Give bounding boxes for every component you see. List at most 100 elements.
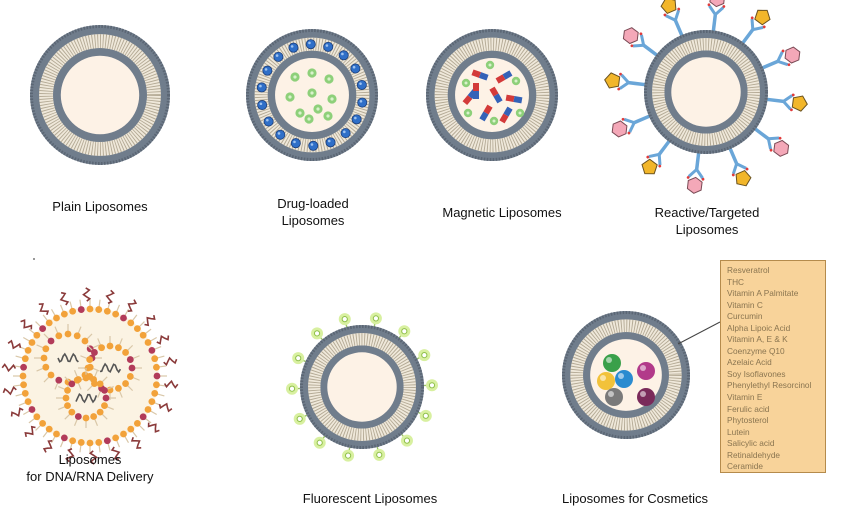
cargo-molecule-center (298, 111, 302, 115)
cosmetic-ingredients-box: Resveratrol THC Vitamin A Palmitate Vita… (720, 260, 826, 473)
dna-strand-icon (144, 314, 156, 327)
dna-strand-icon (105, 289, 115, 304)
drug-molecule-shine (310, 143, 314, 146)
antibody-arm (620, 73, 630, 84)
dna-strand-icon (158, 402, 173, 413)
inner-lipid-head (98, 344, 105, 352)
fluorophore-icon (422, 412, 429, 419)
dna-strand-icon (1, 363, 17, 373)
magnet-pole-blue (503, 106, 513, 117)
ingredient-item: Curcumin (727, 311, 763, 322)
membrane-heads (30, 25, 170, 165)
antibody-arm (752, 25, 764, 32)
antibody-arm (777, 59, 789, 67)
pentagon-ligand-icon (660, 0, 677, 15)
antibody-stem (740, 28, 755, 46)
antibody-arm (695, 168, 704, 180)
fluorophore-icon (344, 452, 352, 459)
active-ingredient-shine (618, 373, 624, 379)
cargo-molecule-center (464, 81, 468, 85)
dna-strand-icon (42, 440, 53, 453)
outer-lipid-head (144, 406, 152, 413)
ingredient-item: Retinaldehyde (727, 449, 781, 460)
drug-molecule-shine (359, 99, 363, 103)
active-ingredient-icon (615, 370, 633, 388)
cargo-molecule-center (492, 119, 496, 123)
pentagon-ligand-icon (641, 158, 658, 175)
drug-molecule-icon (323, 41, 334, 52)
inner-lipid-head (68, 408, 76, 416)
outer-lipid-head (69, 437, 77, 445)
active-ingredient-shine (608, 391, 614, 397)
caption-plain-liposomes: Plain Liposomes (52, 199, 148, 214)
drug-molecule-shine (277, 132, 281, 135)
magnet-pole-blue (502, 70, 513, 80)
antibody-arm (648, 152, 660, 159)
inner-lipid-head (122, 349, 129, 356)
outer-lipid-head (19, 372, 27, 380)
outer-lipid-head (60, 310, 68, 318)
pentagon-ligand-icon (791, 95, 808, 112)
caption-dna-rna-liposomes: Liposomes for DNA/RNA Delivery (26, 452, 154, 484)
antibody-icon (765, 93, 795, 112)
antibody-arm (665, 14, 677, 22)
outer-lipid-head (53, 430, 60, 438)
outer-lipid-head (45, 319, 53, 327)
hexagon-ligand-icon (686, 176, 703, 194)
antibody-tip (619, 72, 622, 76)
ingredient-item: THC (727, 276, 745, 287)
fluorophore-icon (295, 355, 302, 362)
antibody-arm (657, 154, 662, 166)
outer-lipid-head (60, 434, 68, 442)
inner-lipid-head (73, 332, 81, 340)
fluorescent-liposome-icon (286, 312, 438, 462)
fluorophore-icon (376, 451, 383, 458)
outer-lipid-head (21, 389, 29, 397)
inner-lipid-head (106, 342, 114, 350)
outer-lipid-head (86, 305, 94, 313)
inner-lipid-head (101, 386, 108, 394)
fluorophore-icon (296, 415, 303, 423)
outer-lipid-head (69, 307, 77, 315)
membrane-tails (434, 37, 550, 153)
fluorophore-icon (341, 316, 348, 323)
antibody-tip (686, 176, 690, 179)
antibody-tip (787, 63, 791, 67)
active-ingredient-icon (605, 388, 623, 406)
outer-lipid-head (103, 437, 111, 445)
inner-lipid-head (90, 413, 98, 420)
magnet-pole-red (471, 69, 482, 78)
ingredient-item: Vitamin A, E & K (727, 334, 788, 345)
antibody-stem (760, 59, 779, 71)
antibody-arm (639, 34, 646, 46)
outer-lipid-head (144, 339, 152, 346)
drug-molecule-icon (338, 50, 349, 61)
fluorophore-icon (403, 437, 411, 444)
ingredient-item: Phytosterol (727, 415, 769, 426)
antibody-tip (762, 25, 766, 29)
magnet-icon (473, 83, 479, 99)
antibody-stem (673, 19, 685, 38)
aqueous-core (671, 57, 741, 127)
drug-molecule-shine (327, 139, 331, 143)
magnet-icon (499, 106, 513, 124)
inner-lipid-head (90, 376, 98, 383)
inner-lipid-head (86, 356, 94, 363)
antibody-tip (769, 148, 773, 152)
dna-strand-icon (20, 319, 33, 330)
fluorophore-icon (313, 330, 321, 337)
outer-lipid-head (139, 331, 147, 339)
inner-lipid-head (42, 363, 50, 371)
dna-strand-icon (57, 352, 79, 363)
drug-molecule-shine (264, 68, 268, 71)
inner-lipid-head (74, 376, 82, 383)
antibody-icon (663, 7, 685, 38)
outer-lipid-head (103, 307, 111, 315)
ingredient-item: Vitamin A Palmitate (727, 288, 799, 299)
ingredient-item: Salicylic acid (727, 438, 775, 449)
antibody-arm (735, 162, 747, 170)
drug-molecule-shine (259, 102, 263, 106)
inner-lipid-head (82, 414, 90, 422)
antibody-arm (768, 136, 780, 141)
dna-strand-icon (156, 335, 170, 345)
